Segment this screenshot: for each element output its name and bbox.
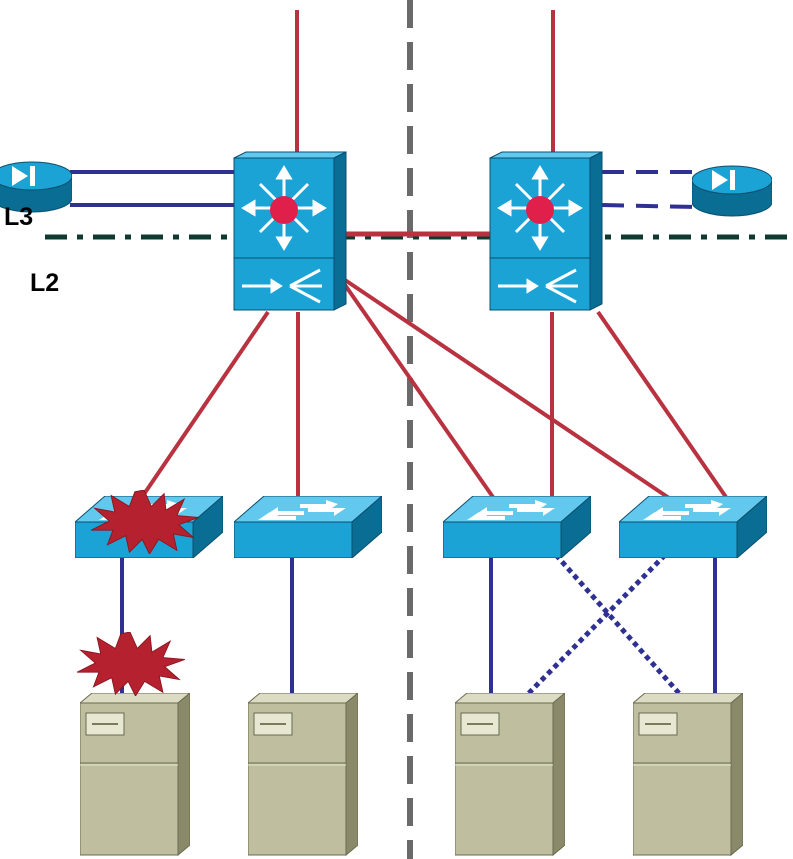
router-dot-icon xyxy=(526,196,554,224)
failure-burst-icon xyxy=(76,632,186,696)
server-4-icon[interactable] xyxy=(633,693,743,856)
multilayer-switch-left[interactable] xyxy=(233,151,347,311)
server-dotted-links xyxy=(520,553,687,702)
multilayer-switch-right[interactable] xyxy=(489,151,603,311)
label-l2: L2 xyxy=(30,269,59,297)
router-dot-icon xyxy=(270,196,298,224)
server-3-icon[interactable] xyxy=(455,693,565,856)
distribution-links xyxy=(138,278,730,502)
router-right-icon[interactable] xyxy=(692,165,772,217)
access-switch-2-icon[interactable] xyxy=(234,496,382,558)
server-1-icon[interactable] xyxy=(80,693,190,856)
access-switch-4-icon[interactable] xyxy=(619,496,767,558)
label-l3: L3 xyxy=(4,203,33,231)
server-links xyxy=(120,555,717,700)
server-2-icon[interactable] xyxy=(248,693,358,856)
router-right-link-b xyxy=(601,203,696,209)
access-switch-3-icon[interactable] xyxy=(443,496,591,558)
